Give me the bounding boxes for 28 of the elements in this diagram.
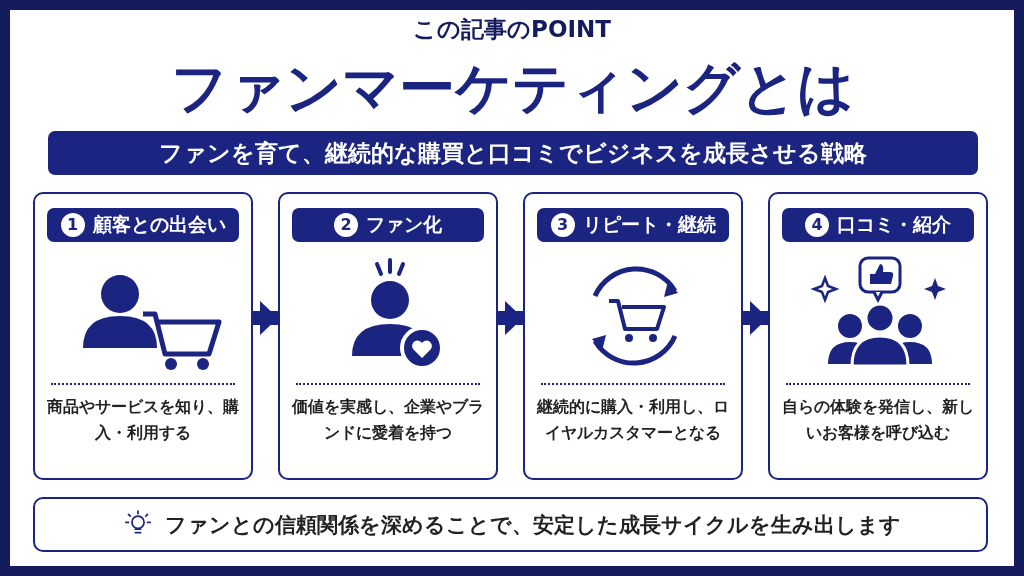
summary-box bbox=[33, 497, 988, 552]
step-description: 価値を実感し、企業やブランドに愛着を持つ bbox=[290, 397, 485, 444]
arrow bbox=[743, 301, 768, 335]
arrow bbox=[253, 301, 278, 335]
step-description: 自らの体験を発信し、新しいお客様を呼び込む bbox=[781, 397, 975, 444]
step-description: 継続的に購入・利用し、ロイヤルカスタマーとなる bbox=[535, 397, 730, 444]
step-title: 顧客との出会い bbox=[92, 212, 226, 237]
step-title: 口コミ・紹介 bbox=[837, 212, 951, 237]
step-header bbox=[537, 208, 729, 242]
step-header bbox=[47, 208, 239, 242]
subtitle-band: ファンを育て、継続的な購買と口コミでビジネスを成長させる戦略 bbox=[48, 131, 978, 175]
step-card bbox=[523, 192, 743, 480]
step-description: 商品やサービスを知り、購入・利用する bbox=[46, 397, 240, 444]
step-card bbox=[768, 192, 988, 480]
step-number: 2 bbox=[334, 213, 358, 237]
step-number: 3 bbox=[550, 213, 575, 237]
arrow bbox=[498, 301, 523, 335]
step-header bbox=[292, 208, 484, 242]
step-title: ファン化 bbox=[366, 212, 442, 237]
step-card bbox=[278, 192, 498, 480]
step-number: 1 bbox=[60, 213, 85, 237]
heading: この記事のPOINT bbox=[412, 15, 612, 44]
title: ファンマーケティングとは bbox=[169, 54, 855, 122]
step-header bbox=[782, 208, 974, 242]
step-title: リピート・継続 bbox=[582, 212, 716, 237]
step-number: 4 bbox=[805, 213, 829, 237]
summary-text: ファンとの信頼関係を深めることで、安定した成長サイクルを生み出します bbox=[165, 512, 901, 539]
step-card bbox=[33, 192, 253, 480]
